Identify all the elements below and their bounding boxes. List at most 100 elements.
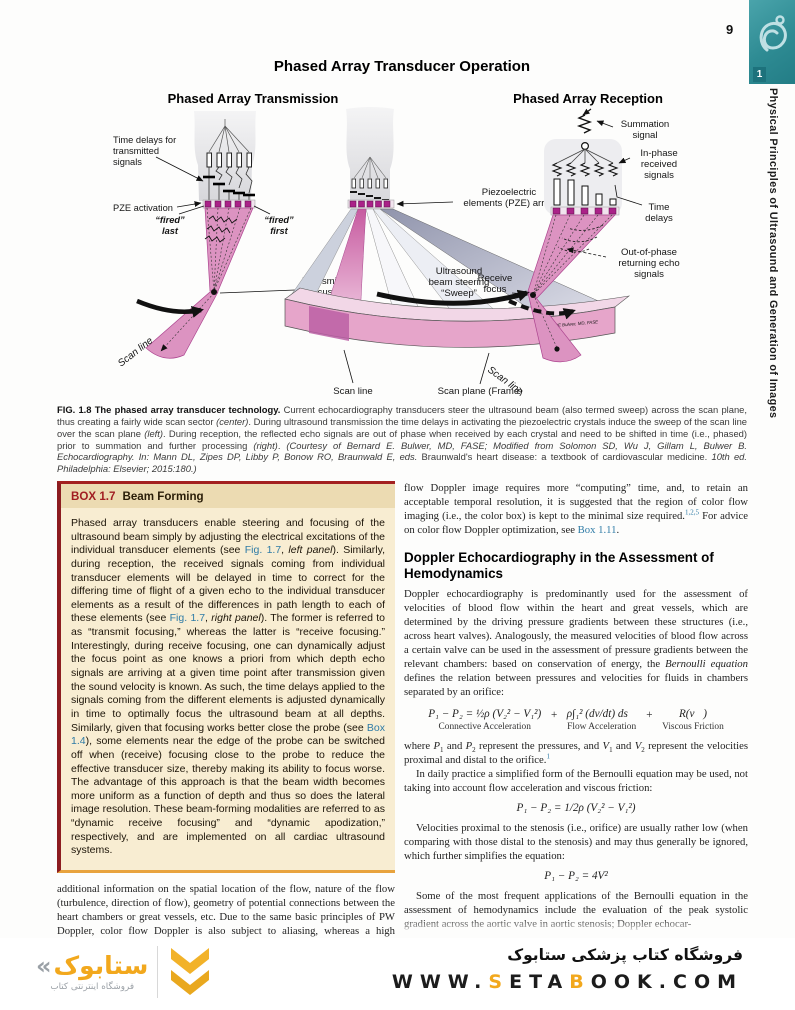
reception-diagram: Summation signal In-phase received signa… [478, 108, 680, 398]
text-segment: . During ultrasound transmission the tim… [57, 415, 747, 439]
figure-credit: RE Bulwer, MD, FASE [555, 319, 599, 328]
label-connector [479, 352, 490, 385]
box-label: BOX 1.7 [71, 490, 116, 503]
text-segment: V [602, 739, 610, 752]
probe-body [346, 107, 394, 203]
box-body: Phased array transducers enable steering… [61, 508, 395, 870]
text-segment: For advice on color flow Doppler optimiz… [404, 510, 748, 537]
text-segment: (right) [253, 439, 278, 451]
chapter-vertical-title: Physical Principles of Ultrasound and Ge… [767, 88, 779, 419]
label-fired-last-2: last [162, 226, 179, 236]
text-segment: 1,2,5 [684, 508, 699, 517]
body-paragraph: where P1 and P2 represent the pressures,… [404, 739, 748, 767]
label-connector [566, 247, 607, 258]
bernoulli-equation-short: P₁ − P₂ = 4V² [544, 869, 608, 882]
beam-lower [145, 291, 219, 359]
text-segment: left panel [288, 544, 333, 557]
pze-crystals [552, 207, 617, 215]
text-segment: Braunwald's heart disease: a textbook of… [417, 451, 712, 463]
text-segment: represent the velocities proximal and di… [404, 739, 748, 766]
delay-wires [208, 166, 253, 200]
text-segment: (left) [144, 427, 164, 439]
store-url[interactable]: WWW.SETABOOK.COM [392, 971, 743, 993]
label-scan-line-center: Scan line [333, 386, 372, 397]
page-number: 9 [726, 22, 734, 37]
text-segment: , [281, 544, 289, 557]
label-in-phase-2: received [641, 159, 677, 170]
bernoulli-equation-full: P₁ − P₂ = ½ρ (V₂² − V₁²) Connective Acce… [404, 708, 748, 732]
label-scan-plane: Scan plane (Frame) [438, 386, 523, 397]
text-segment: defines the relation between pressures a… [404, 671, 748, 698]
label-beam-steering-1: Ultrasound [436, 266, 482, 277]
text-segment: 1 [609, 745, 613, 754]
label-pze-activation: PZE activation [113, 203, 173, 213]
logo-swirl [759, 21, 787, 52]
text-segment: ETA [509, 971, 570, 993]
text-segment: 1 [546, 752, 550, 761]
sweep-arrow [376, 289, 530, 306]
fan-wires [208, 119, 250, 153]
text-segment: B [569, 971, 591, 993]
label-fired-first-1: “fired” [264, 215, 294, 225]
label-fired-first-2: first [270, 226, 288, 236]
label-connector [253, 205, 271, 215]
figure-illustration: Time delays for transmitted signals PZE … [113, 107, 680, 398]
summation-node [580, 141, 589, 150]
text-segment: . [277, 439, 287, 451]
logo-guillemet: « [36, 951, 52, 980]
cross-reference-link[interactable]: Fig. 1.7 [244, 544, 282, 557]
text-segment: Some of the most frequent applications o… [404, 889, 748, 930]
plus-sign: + [550, 708, 558, 721]
cross-reference-link[interactable]: Box 1.11 [577, 524, 617, 537]
label-out-of-phase-3: signals [634, 269, 664, 280]
cross-reference-link[interactable]: Fig. 1.7 [169, 612, 206, 625]
text-segment: . [616, 524, 620, 537]
equation-expression: R(v⃗) [678, 707, 707, 720]
text-segment: ). The former is referred to as “transmi… [71, 612, 385, 734]
label-connector [219, 289, 296, 294]
transducer-elements [351, 178, 388, 189]
label-in-phase-3: signals [644, 170, 674, 181]
chapter-tab[interactable]: 1 [749, 0, 795, 84]
text-segment: 10th ed. Philadelphia: Elsevier; 2015:18… [57, 451, 747, 475]
label-connector [155, 156, 204, 182]
body-paragraph: flow Doppler image requires more “comput… [404, 481, 748, 537]
text-segment: flow Doppler image requires more “comput… [404, 482, 748, 523]
beam-rays [160, 207, 252, 352]
cross-reference-link[interactable]: Box 1.4 [71, 721, 385, 748]
body-paragraph: Velocities proximal to the stenosis (i.e… [404, 821, 748, 863]
text-segment: FIG. 1.8 [57, 404, 92, 415]
text-segment: , [205, 612, 212, 625]
transmit-focus-dot [211, 289, 217, 295]
label-time-delays-right-2: delays [645, 213, 673, 224]
label-time-delays-2: transmitted [113, 146, 159, 156]
text-segment: Current echocardiography transducers ste… [57, 404, 747, 427]
text-segment: 2 [641, 745, 645, 754]
logo-divider [157, 946, 159, 998]
text-segment: represent the pressures, and [475, 739, 603, 752]
scan-plane-front [284, 298, 616, 348]
figure-left-subtitle: Phased Array Transmission [167, 91, 339, 106]
label-receive-focus-2: focus [484, 284, 507, 295]
text-segment: S [488, 971, 510, 993]
body-paragraph: Some of the most frequent applications o… [404, 889, 748, 931]
label-connector [596, 120, 614, 128]
text-segment: ), some elements near the edge of the pr… [71, 735, 385, 857]
transducer-elements [206, 152, 252, 168]
label-connector [178, 205, 205, 215]
text-segment: P [465, 739, 473, 752]
label-time-delays-1: Time delays for [113, 135, 176, 145]
label-pze-array-1: Piezoelectric [482, 187, 537, 198]
chapter-logo-icon [759, 15, 787, 52]
equation-expression: P₁ − P₂ = ½ρ (V₂² − V₁²) [428, 707, 542, 720]
text-segment: and [612, 739, 635, 752]
delay-bars [203, 175, 255, 197]
store-name: فروشگاه کتاب پزشکی ستابوک [507, 946, 743, 964]
pze-crystals [204, 200, 252, 208]
setabook-logo[interactable]: « ستابوک فروشگاه اینترنتی کتاب [36, 944, 213, 1000]
equation-term: R(v⃗) Viscous Friction [662, 708, 724, 732]
label-out-of-phase-2: returning echo [618, 258, 679, 269]
